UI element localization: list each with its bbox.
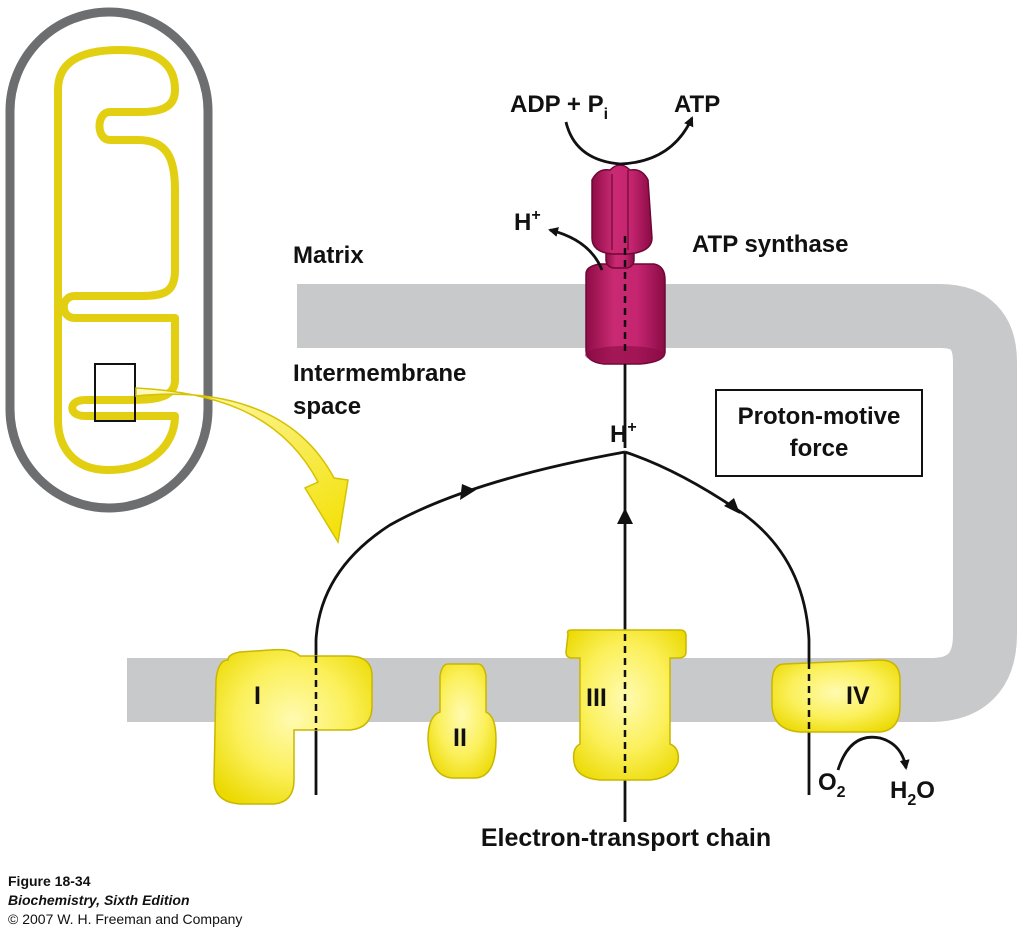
zoom-box	[94, 363, 136, 422]
copyright: © 2007 W. H. Freeman and Company	[8, 911, 243, 927]
atp-label: ATP	[674, 91, 720, 118]
intermembrane-label: Intermembrane	[293, 360, 466, 387]
adp-pi-label: ADP + Pi	[510, 91, 608, 123]
complex-iv-curve	[624, 450, 811, 795]
complex-i-label: I	[254, 682, 261, 710]
mitochondrion-inset	[5, 7, 349, 545]
complex-i-curve	[314, 450, 626, 795]
complex-i	[213, 648, 373, 805]
outer-membrane	[5, 7, 213, 513]
proton-motive-label: Proton-motive	[738, 403, 901, 430]
matrix-label: Matrix	[293, 242, 364, 269]
inner-membrane-band	[127, 284, 1017, 722]
complex-iv	[771, 659, 901, 733]
h2o-label: H2O	[890, 777, 935, 809]
book-title: Biochemistry, Sixth Edition	[8, 892, 190, 908]
o2-h2o-arrow	[836, 735, 910, 771]
complex-ii	[427, 663, 497, 779]
h-plus-center-label: H+	[610, 419, 637, 448]
complex-ii-label: II	[453, 724, 467, 752]
force-label: force	[790, 435, 849, 462]
figure-number: Figure 18-34	[8, 873, 91, 889]
o2-label: O2	[818, 769, 846, 801]
h-plus-released-label: H+	[514, 207, 541, 236]
complex-iii	[565, 629, 687, 781]
atp-synthase-label: ATP synthase	[692, 231, 849, 258]
complex-i-body	[213, 648, 373, 805]
atp-synthase-f1	[591, 164, 653, 255]
atp-synthase	[585, 164, 666, 365]
proton-motive-force-box	[715, 389, 923, 477]
intermembrane-space-label: space	[293, 393, 361, 420]
complex-iii-body	[565, 629, 687, 781]
complex-iv-body	[771, 659, 901, 733]
atp-synthase-base	[585, 346, 665, 364]
adp-atp-arrow	[564, 116, 694, 166]
complex-iii-label: III	[586, 684, 607, 712]
flow-direction-arrowheads	[460, 484, 740, 524]
zoom-arrow	[135, 387, 349, 545]
inner-membrane-cristae	[54, 46, 179, 474]
complex-iv-label: IV	[846, 682, 870, 710]
electron-transport-chain-label: Electron-transport chain	[481, 824, 771, 852]
proton-release-arrow	[548, 227, 604, 271]
